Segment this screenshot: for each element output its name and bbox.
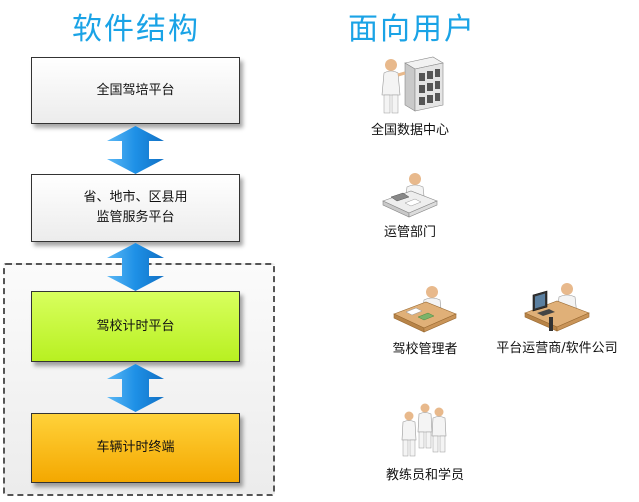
target-users-heading: 面向用户 (348, 12, 476, 47)
vehicle-terminal-label: 车辆计时终端 (96, 440, 175, 455)
software-structure-heading: 软件结构 (72, 12, 200, 47)
national-platform-label: 全国驾培平台 (96, 82, 175, 98)
regulatory-platform-label: 省、地市、区县用 监管服务平台 (83, 190, 188, 225)
vehicle-terminal-box: 车辆计时终端 (31, 413, 240, 483)
group-people-icon (401, 403, 447, 457)
user-school-manager: 驾校管理者 (370, 284, 480, 357)
regulatory-platform-box: 省、地市、区县用 监管服务平台 (31, 174, 240, 242)
user-label: 全国数据中心 (370, 123, 449, 138)
double-arrow-icon (107, 243, 164, 291)
double-arrow-icon (107, 364, 164, 412)
server-person-icon (381, 56, 444, 114)
school-timing-platform-box: 驾校计时平台 (31, 291, 240, 362)
national-platform-box: 全国驾培平台 (31, 57, 240, 124)
computer-operator-icon (524, 283, 590, 332)
user-label: 运管部门 (383, 225, 436, 240)
double-arrow-icon (107, 126, 164, 174)
school-timing-platform-label: 驾校计时平台 (96, 318, 175, 334)
user-transport-authority: 运管部门 (365, 171, 455, 240)
user-national-data-center: 全国数据中心 (355, 55, 465, 138)
user-platform-operator: 平台运营商/软件公司 (482, 281, 632, 356)
desk-person-icon (382, 173, 438, 218)
user-label: 教练员和学员 (385, 468, 464, 483)
user-coaches-students: 教练员和学员 (370, 402, 480, 483)
user-label: 驾校管理者 (392, 342, 458, 357)
user-label: 平台运营商/软件公司 (496, 341, 618, 356)
manager-desk-icon (393, 286, 457, 333)
